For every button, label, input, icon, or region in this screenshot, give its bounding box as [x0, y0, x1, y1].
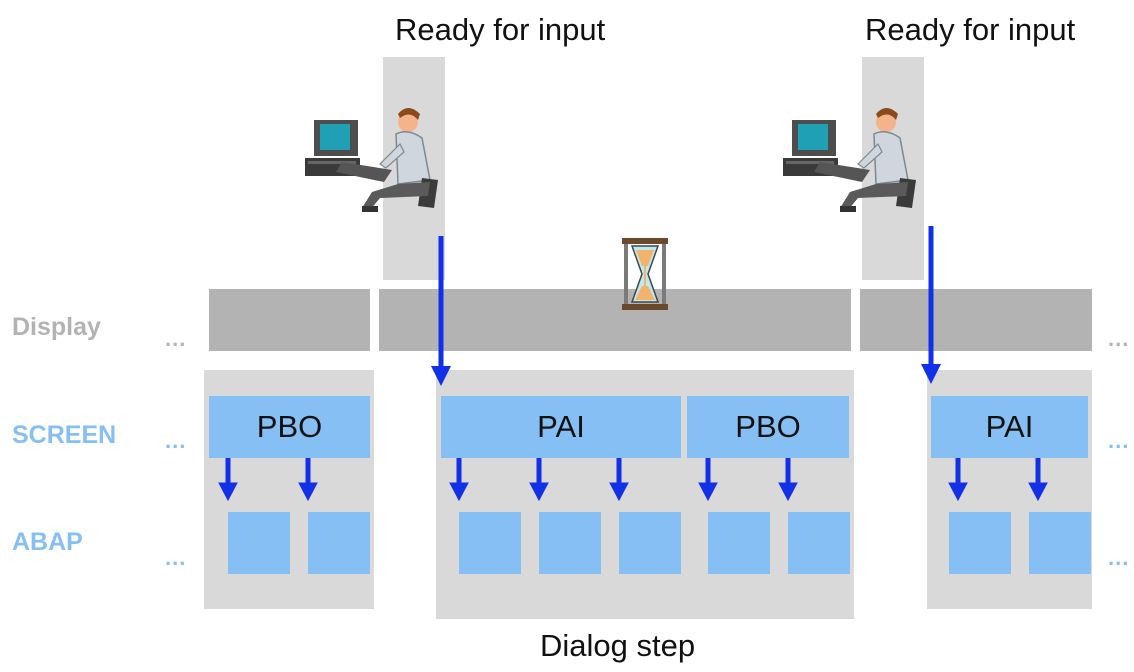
user-at-computer-icon [305, 108, 438, 212]
abap-module-box [228, 512, 290, 574]
pai-box-3: PAI [931, 396, 1088, 458]
display-ellipsis-right: ... [1108, 326, 1130, 351]
display-bar-3 [860, 289, 1092, 351]
ready-for-input-label-right: Ready for input [865, 12, 1076, 47]
short-arrows [218, 458, 1048, 502]
screen-ellipsis-left: ... [165, 428, 187, 453]
display-bar-2 [379, 289, 851, 351]
abap-ellipsis-right: ... [1108, 545, 1130, 570]
ready-for-input-label-left: Ready for input [395, 12, 606, 47]
long-arrow-left [431, 236, 451, 386]
long-arrow-right [921, 226, 941, 384]
abap-row-label: ABAP [12, 528, 83, 556]
abap-module-box [949, 512, 1011, 574]
abap-module-box [539, 512, 601, 574]
abap-module-box [708, 512, 770, 574]
abap-module-box [459, 512, 521, 574]
pbo-box-1: PBO [209, 396, 370, 458]
user-at-computer-icon [783, 108, 916, 212]
screen-row-label: SCREEN [12, 421, 117, 449]
display-row-label: Display [12, 313, 101, 341]
abap-module-box [1029, 512, 1091, 574]
abap-ellipsis-left: ... [165, 545, 187, 570]
screen-ellipsis-right: ... [1108, 428, 1130, 453]
dialog-step-label: Dialog step [540, 628, 696, 663]
hourglass-icon [622, 238, 668, 310]
pai-box-2: PAI [441, 396, 681, 458]
abap-module-box [308, 512, 370, 574]
pbo-box-2: PBO [687, 396, 849, 458]
display-bar-1 [209, 289, 370, 351]
abap-module-box [619, 512, 681, 574]
abap-module-box [788, 512, 850, 574]
display-ellipsis-left: ... [165, 326, 187, 351]
